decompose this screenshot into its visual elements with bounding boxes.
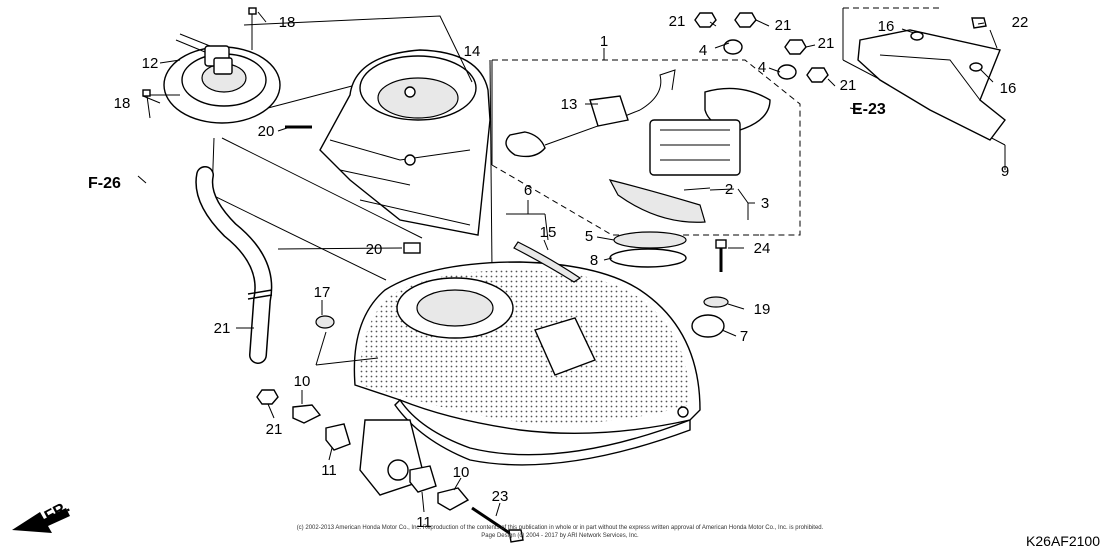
callout-20: 20: [366, 241, 383, 258]
callout-2: 2: [725, 181, 733, 198]
callout-21: 21: [818, 35, 835, 52]
tank-cover: [842, 7, 1006, 170]
callout-24: 23: [492, 488, 509, 505]
callout-8: 8: [590, 252, 598, 269]
front-arrow-icon: [12, 508, 70, 533]
callout-21: 21: [840, 77, 857, 94]
callout-15: 15: [540, 224, 557, 241]
callout-17: 17: [314, 284, 331, 301]
callout-14: 14: [464, 43, 481, 60]
callout-12: 12: [142, 55, 159, 72]
diagram-code: K26AF2100: [1026, 533, 1100, 549]
callout-21: 21: [669, 13, 686, 30]
callout-16: 16: [878, 18, 895, 35]
callout-11: 11: [321, 462, 337, 479]
callout-9: 9: [1001, 163, 1009, 180]
callout-18: 18: [279, 14, 296, 31]
callout-10: 10: [294, 373, 311, 390]
page-design-notice: Page Design (c) 2004 - 2017 by ARI Netwo…: [481, 533, 639, 539]
callout-19: 19: [754, 301, 771, 318]
fuel-cap-assembly: [150, 14, 281, 124]
callout-6: 6: [524, 182, 532, 199]
callout-25: 24: [754, 240, 771, 257]
filler-neck-housing: [319, 49, 491, 236]
fuel-tank: [353, 261, 701, 496]
callout-5: 5: [585, 228, 593, 245]
callout-21: 21: [266, 421, 283, 438]
callout-11: 11: [416, 514, 432, 531]
callout-21: 21: [775, 17, 792, 34]
tank-gaskets: [513, 231, 687, 283]
callout-10: 10: [453, 464, 470, 481]
fuel-pump-assembly: [491, 48, 801, 236]
callout-labels: 1 2 3 4 4 5 6 7 8 9 10 10 11 11 12 13 14…: [114, 13, 1029, 531]
callout-4: 4: [758, 59, 766, 76]
callout-20: 20: [258, 123, 275, 140]
breather-tube: [195, 166, 273, 364]
callout-13: 13: [561, 96, 578, 113]
reference-e23: E-23: [852, 101, 886, 118]
callout-18: 18: [114, 95, 131, 112]
hardware-parts: [12, 7, 987, 543]
copyright-notice: (c) 2002-2013 American Honda Motor Co., …: [297, 525, 824, 531]
callout-23: 22: [1012, 14, 1029, 31]
callout-16: 16: [1000, 80, 1017, 97]
callout-4: 4: [699, 42, 707, 59]
reference-f26: F-26: [88, 175, 121, 192]
callout-3: 3: [761, 195, 769, 212]
callout-7: 7: [740, 328, 748, 345]
leader-lines: [137, 11, 1006, 517]
callout-22: 21: [214, 320, 231, 337]
callout-1: 1: [600, 33, 608, 50]
